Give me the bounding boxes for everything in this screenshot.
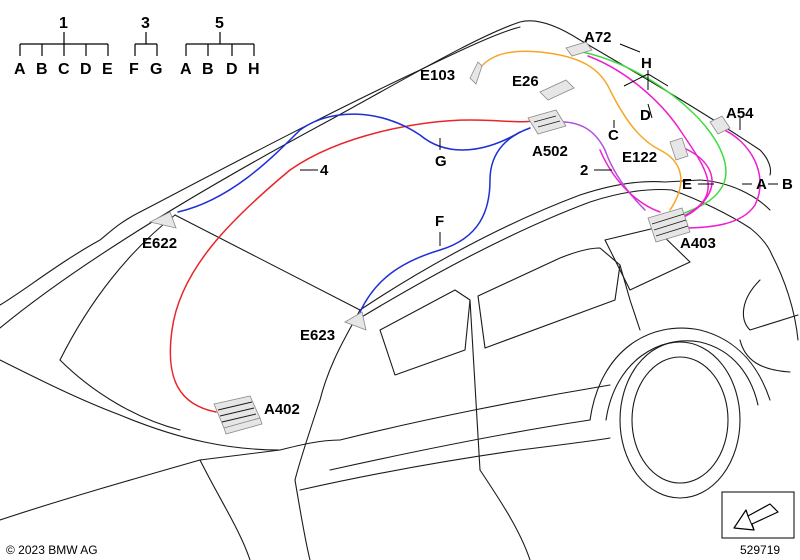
legend-letter: H bbox=[248, 61, 260, 78]
legend-number-5: 5 bbox=[215, 15, 224, 32]
a502-module bbox=[527, 109, 567, 135]
e622-light bbox=[148, 211, 177, 229]
e122-light bbox=[669, 137, 689, 161]
wiring-harness bbox=[169, 50, 761, 413]
legend-group-3: 3 F G bbox=[129, 15, 162, 78]
legend: 1 A B C D E 3 F G 5 A B D H bbox=[14, 15, 260, 78]
e26-light bbox=[539, 79, 575, 101]
label-a403: A403 bbox=[680, 235, 716, 252]
wire-label-c: C bbox=[608, 127, 619, 144]
wire-label-d: D bbox=[640, 107, 651, 124]
diagram-number: 529719 bbox=[740, 543, 780, 557]
label-e122: E122 bbox=[622, 149, 657, 166]
legend-letter: D bbox=[226, 61, 238, 78]
e103-light bbox=[469, 61, 483, 85]
legend-letter: B bbox=[202, 61, 214, 78]
copyright: © 2023 BMW AG bbox=[6, 543, 98, 557]
wire-label-b: B bbox=[782, 176, 793, 193]
legend-letter: A bbox=[180, 61, 192, 78]
legend-letter: C bbox=[58, 61, 70, 78]
legend-letter: F bbox=[129, 61, 139, 78]
wire-labels: H D C G F E A B 2 4 bbox=[320, 55, 793, 230]
wire-blue-lower bbox=[359, 127, 531, 313]
wire-label-2: 2 bbox=[580, 162, 588, 179]
legend-letter: E bbox=[102, 61, 113, 78]
vehicle-outline bbox=[0, 20, 799, 560]
wire-red bbox=[169, 117, 546, 413]
a403-module bbox=[647, 207, 691, 243]
label-a72: A72 bbox=[584, 29, 612, 46]
a72-module bbox=[565, 41, 593, 57]
label-a402: A402 bbox=[264, 401, 300, 418]
e623-light bbox=[344, 311, 367, 331]
wire-magenta-3 bbox=[681, 127, 761, 229]
wire-label-4: 4 bbox=[320, 162, 329, 179]
wire-magenta-2 bbox=[677, 147, 713, 221]
wire-green bbox=[581, 51, 727, 216]
label-e26: E26 bbox=[512, 73, 539, 90]
leader-lines bbox=[300, 43, 778, 246]
wire-label-a: A bbox=[756, 176, 767, 193]
legend-number-1: 1 bbox=[59, 15, 68, 32]
label-e622: E622 bbox=[142, 235, 177, 252]
wire-label-g: G bbox=[435, 153, 447, 170]
wire-label-h: H bbox=[641, 55, 652, 72]
label-e623: E623 bbox=[300, 327, 335, 344]
legend-letter: B bbox=[36, 61, 48, 78]
wire-magenta-4 bbox=[599, 149, 661, 213]
wire-label-f: F bbox=[435, 213, 444, 230]
a54-module bbox=[709, 115, 731, 135]
legend-letter: D bbox=[80, 61, 92, 78]
legend-group-5: 5 A B D H bbox=[180, 15, 260, 78]
a402-module bbox=[213, 395, 263, 435]
legend-number-3: 3 bbox=[141, 15, 150, 32]
component-labels: A72 E103 E26 A54 A502 E122 A403 E622 E62… bbox=[142, 29, 754, 418]
label-a502: A502 bbox=[532, 143, 568, 160]
direction-arrow-icon bbox=[721, 491, 795, 539]
wire-orange bbox=[473, 50, 682, 211]
legend-group-1: 1 A B C D E bbox=[14, 15, 113, 78]
label-a54: A54 bbox=[726, 105, 754, 122]
legend-letter: G bbox=[150, 61, 162, 78]
wire-label-e: E bbox=[682, 176, 692, 193]
footer: © 2023 BMW AG 529719 bbox=[6, 491, 795, 557]
legend-letter: A bbox=[14, 61, 26, 78]
wire-blue-upper bbox=[177, 113, 521, 213]
label-e103: E103 bbox=[420, 67, 455, 84]
components bbox=[148, 41, 731, 435]
